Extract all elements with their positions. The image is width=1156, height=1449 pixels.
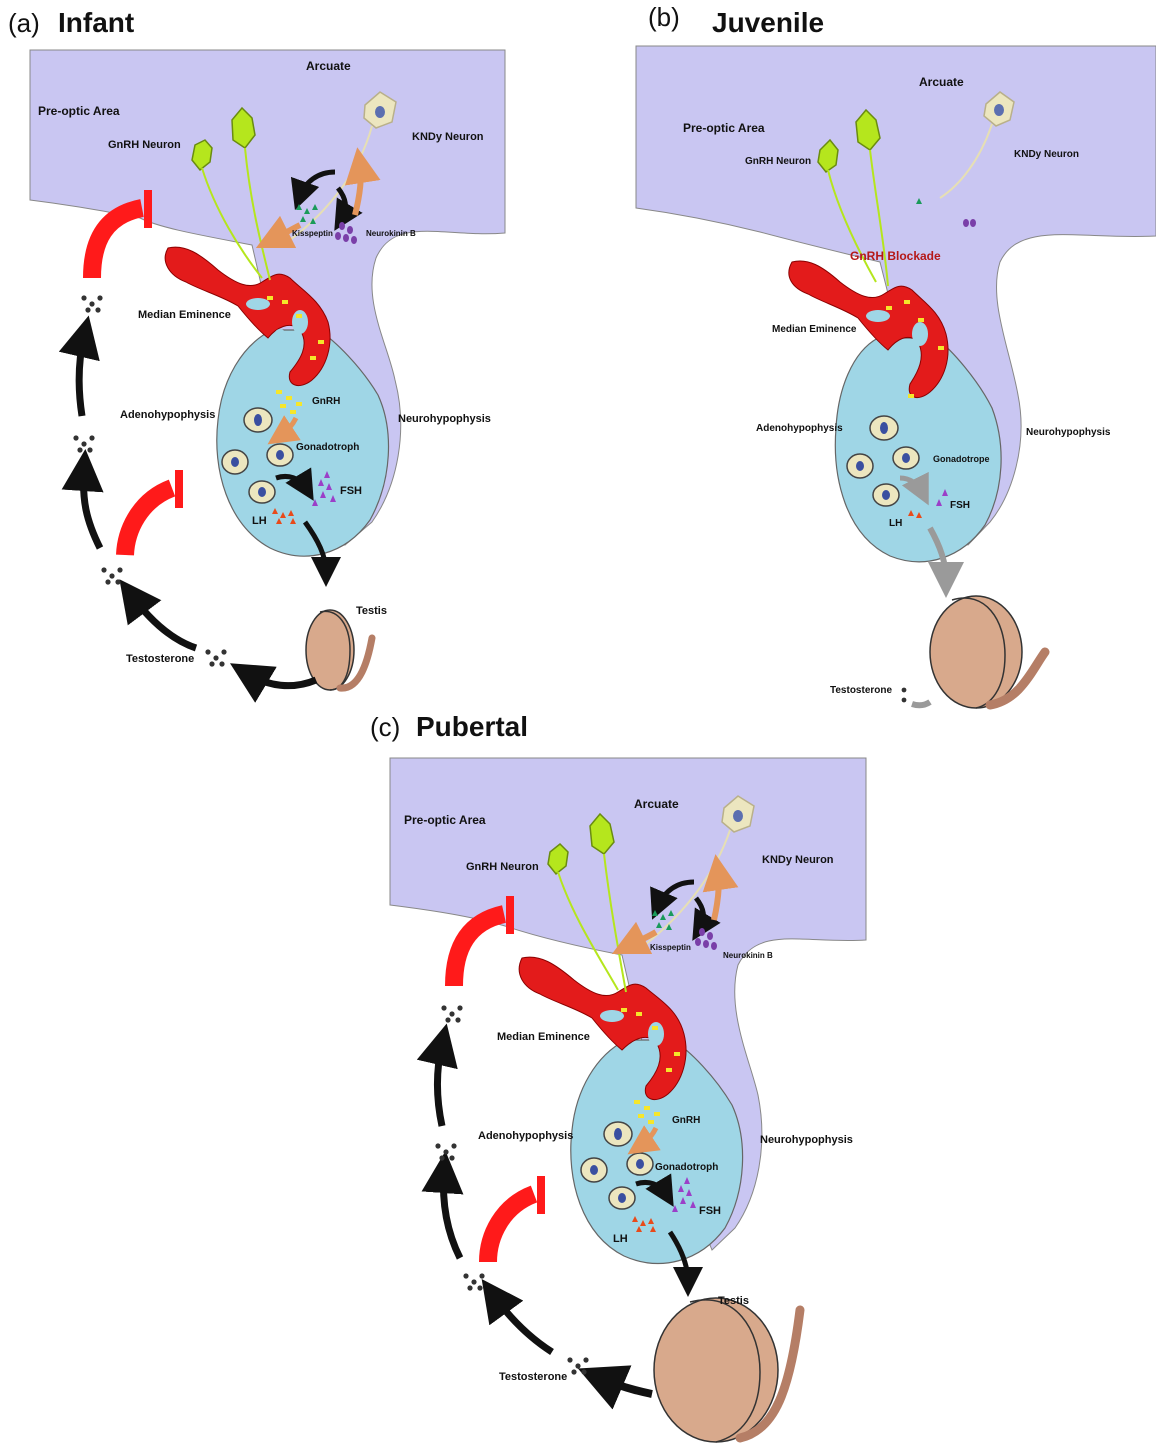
label-kisspeptin: Kisspeptin xyxy=(650,943,691,952)
label-neurohypophysis: Neurohypophysis xyxy=(398,413,491,425)
label-lh: LH xyxy=(252,515,267,527)
label-adenohypophysis: Adenohypophysis xyxy=(120,409,215,421)
label-gnrh: GnRH xyxy=(312,396,340,407)
testosterone-arrow-3 xyxy=(444,1172,460,1258)
label-lh: LH xyxy=(889,518,902,529)
panel-b-title: Juvenile xyxy=(712,7,824,38)
label-adenohypophysis: Adenohypophysis xyxy=(756,423,843,434)
negative-feedback-pituitary xyxy=(125,488,172,555)
label-fsh: FSH xyxy=(699,1205,721,1217)
panel-b-letter: (b) xyxy=(648,2,680,32)
panel-c-title: Pubertal xyxy=(416,711,528,742)
panel-a-letter: (a) xyxy=(8,8,40,38)
panel-a-title: Infant xyxy=(58,7,134,38)
testosterone-arrow-1 xyxy=(248,674,316,686)
label-median-eminence: Median Eminence xyxy=(497,1031,590,1043)
label-fsh: FSH xyxy=(950,500,970,511)
label-neurokinin: Neurokinin B xyxy=(723,951,773,960)
testis xyxy=(654,1298,800,1442)
label-testis: Testis xyxy=(718,1295,749,1307)
label-testosterone: Testosterone xyxy=(499,1371,567,1383)
label-median-eminence: Median Eminence xyxy=(772,324,857,335)
label-testosterone: Testosterone xyxy=(830,685,892,696)
label-testis: Testis xyxy=(356,605,387,617)
negative-feedback-pituitary xyxy=(488,1194,534,1262)
testosterone-arrow-1 xyxy=(600,1378,652,1394)
label-gonadotroph: Gonadotroph xyxy=(655,1162,718,1173)
label-gnrh-neuron: GnRH Neuron xyxy=(466,861,539,873)
testis xyxy=(306,610,372,690)
label-testosterone: Testosterone xyxy=(126,653,194,665)
label-preoptic: Pre-optic Area xyxy=(404,813,486,827)
testosterone-arrow-grey xyxy=(912,702,930,705)
label-gnrh-neuron: GnRH Neuron xyxy=(108,139,181,151)
label-adenohypophysis: Adenohypophysis xyxy=(478,1130,573,1142)
label-neurokinin: Neurokinin B xyxy=(366,229,416,238)
label-gnrh-neuron: GnRH Neuron xyxy=(745,156,811,167)
label-fsh: FSH xyxy=(340,485,362,497)
label-median-eminence: Median Eminence xyxy=(138,309,231,321)
label-gonadotroph: Gonadotroph xyxy=(296,442,359,453)
panel-pubertal: Arcuate Pre-optic Area GnRH Neuron KNDy … xyxy=(390,758,866,1442)
testis xyxy=(930,596,1045,708)
testosterone-arrow-3 xyxy=(84,470,100,548)
label-preoptic: Pre-optic Area xyxy=(683,121,765,135)
label-kndy-neuron: KNDy Neuron xyxy=(1014,149,1079,160)
negative-feedback-hypothalamus xyxy=(454,914,504,986)
label-arcuate: Arcuate xyxy=(919,75,964,89)
label-neurohypophysis: Neurohypophysis xyxy=(760,1134,853,1146)
panel-juvenile: Arcuate Pre-optic Area GnRH Neuron KNDy … xyxy=(636,46,1156,708)
testosterone-arrow-4 xyxy=(438,1044,443,1126)
label-gonadotrope: Gonadotrope xyxy=(933,454,990,464)
label-lh: LH xyxy=(613,1233,628,1245)
panel-c-letter: (c) xyxy=(370,712,400,742)
label-kndy-neuron: KNDy Neuron xyxy=(762,854,834,866)
label-neurohypophysis: Neurohypophysis xyxy=(1026,427,1111,438)
label-kisspeptin: Kisspeptin xyxy=(292,229,333,238)
testosterone-arrow-4 xyxy=(79,336,84,416)
label-arcuate: Arcuate xyxy=(634,797,679,811)
testosterone-dots xyxy=(73,295,226,666)
testosterone-arrow-2 xyxy=(132,596,196,648)
label-gnrh: GnRH xyxy=(672,1115,700,1126)
negative-feedback-hypothalamus xyxy=(92,208,142,278)
testosterone-arrow-2 xyxy=(494,1296,552,1352)
label-preoptic: Pre-optic Area xyxy=(38,104,120,118)
label-kndy-neuron: KNDy Neuron xyxy=(412,131,484,143)
label-gnrh-blockade: GnRH Blockade xyxy=(850,249,941,263)
panel-infant: Arcuate Pre-optic Area GnRH Neuron KNDy … xyxy=(30,50,505,690)
label-arcuate: Arcuate xyxy=(306,59,351,73)
